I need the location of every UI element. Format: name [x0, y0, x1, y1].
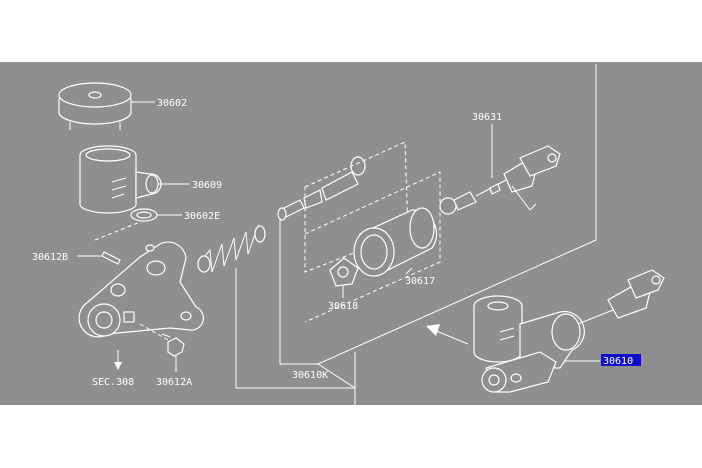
push-rod[interactable] [439, 145, 561, 215]
retainer[interactable] [329, 257, 359, 287]
label-30602E: 30602E [184, 211, 220, 222]
label-30609: 30609 [192, 180, 222, 191]
leader-30617 [405, 267, 413, 275]
master-cylinder-assembly[interactable] [473, 269, 665, 393]
label-30631: 30631 [472, 112, 502, 123]
diagram-svg: 30602 30609 30602E 30612B SEC.30 [32, 64, 665, 405]
seal[interactable] [130, 208, 158, 222]
label-30612A: 30612A [156, 377, 192, 388]
label-30602: 30602 [157, 98, 187, 109]
label-30612B: 30612B [32, 252, 68, 263]
cylinder-body-left[interactable] [78, 241, 204, 338]
label-30618: 30618 [328, 301, 358, 312]
label-30610K: 30610K [292, 370, 328, 381]
reservoir-cap[interactable] [58, 82, 132, 130]
label-30617: 30617 [405, 276, 435, 287]
pin[interactable] [101, 251, 121, 265]
piston-rod[interactable] [277, 156, 366, 221]
reservoir-tank[interactable] [79, 145, 162, 214]
arrow-down-icon [114, 350, 122, 370]
highlight-30610 [601, 354, 641, 366]
kit-bracket [235, 64, 597, 405]
arrow-left-icon [426, 324, 469, 345]
label-30610[interactable]: 30610 [603, 356, 633, 367]
bleeder-screw[interactable] [161, 333, 185, 362]
parts-diagram-panel: 30602 30609 30602E 30612B SEC.30 [0, 62, 702, 405]
assembly-dash-1 [94, 221, 141, 241]
assembly-dash-2 [139, 323, 169, 341]
label-sec308: SEC.308 [92, 377, 134, 388]
boot[interactable] [353, 207, 438, 277]
spring[interactable] [197, 224, 266, 273]
